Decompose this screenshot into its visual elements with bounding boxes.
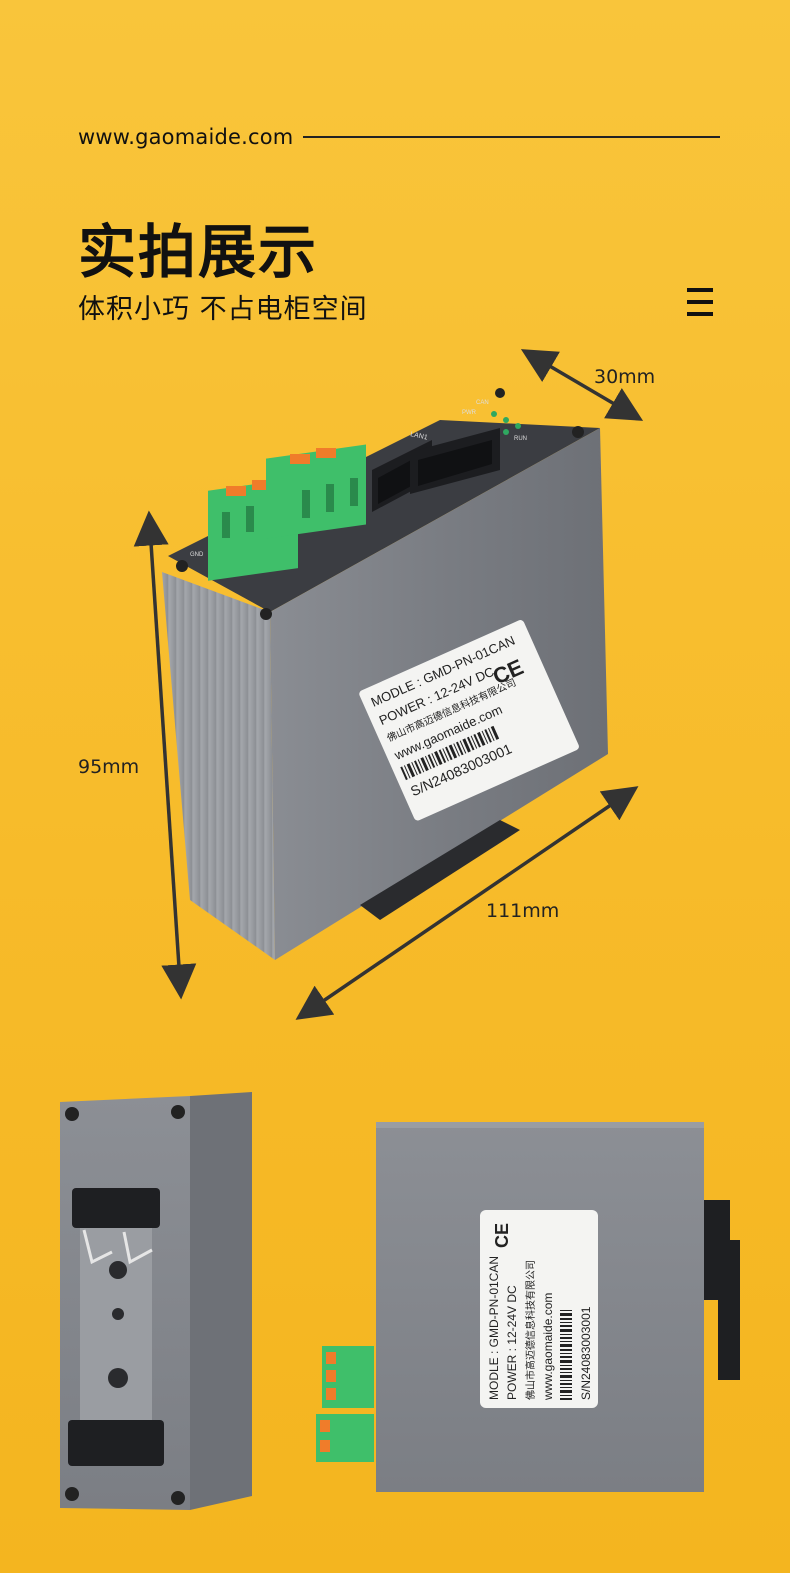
website-row: www.gaomaide.com — [78, 122, 720, 152]
page-title: 实拍展示 — [78, 218, 319, 286]
height-dimension-label: 95mm — [78, 756, 140, 778]
run-led-label: RUN — [514, 436, 527, 442]
website-url: www.gaomaide.com — [78, 125, 294, 149]
side-view-device: MODLE : GMD-PN-01CAN POWER : 12-24V DC 佛… — [316, 1122, 740, 1492]
can-led-label: CAN — [476, 400, 489, 406]
product-label-side: MODLE : GMD-PN-01CAN POWER : 12-24V DC 佛… — [480, 1210, 598, 1408]
gnd-terminal-label: GND — [190, 552, 204, 558]
side-terminal-2 — [316, 1414, 374, 1462]
side-ce-mark-icon: CE — [492, 1223, 512, 1248]
side-label-model-text: MODLE : GMD-PN-01CAN — [487, 1256, 501, 1400]
side-label-power-text: POWER : 12-24V DC — [505, 1285, 519, 1400]
main-device: LAN1 CAN PWR RUN GND MOD — [162, 388, 608, 960]
side-label-company-text: 佛山市高迈德信息科技有限公司 — [524, 1260, 537, 1400]
pwr-led-label: PWR — [462, 410, 477, 416]
lan-port-label: LAN1 — [410, 431, 429, 442]
dimension-arrows — [133, 349, 644, 1020]
side-label-website-text: www.gaomaide.com — [541, 1293, 555, 1401]
menu-icon[interactable] — [687, 288, 713, 316]
page-subtitle: 体积小巧 不占电柜空间 — [78, 294, 368, 325]
side-terminal-1 — [322, 1346, 374, 1408]
rear-view-device — [60, 1092, 252, 1510]
side-label-serial-text: S/N24083003001 — [579, 1306, 593, 1400]
header-divider — [303, 136, 720, 138]
terminal-block-2 — [266, 444, 366, 539]
